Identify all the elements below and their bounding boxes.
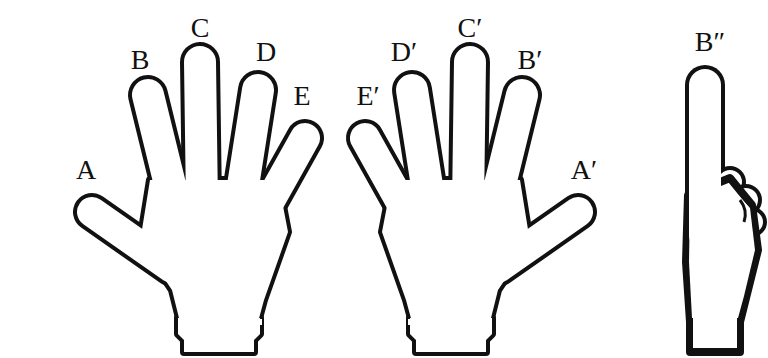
- finger-label: B: [131, 46, 150, 74]
- finger-label: A′: [571, 156, 597, 184]
- mirrored-hand: [365, 62, 578, 352]
- finger-label: D′: [391, 38, 417, 66]
- finger-label: E′: [356, 82, 379, 110]
- pointing-hand: [686, 85, 765, 352]
- left-hand: [92, 62, 305, 352]
- finger-label: D: [256, 38, 276, 66]
- finger-label: E: [293, 82, 310, 110]
- finger-label: C: [191, 14, 210, 42]
- finger-label: B′: [518, 46, 543, 74]
- finger-label: B″: [695, 28, 725, 56]
- finger-label: C′: [458, 14, 483, 42]
- finger-label: A: [76, 156, 96, 184]
